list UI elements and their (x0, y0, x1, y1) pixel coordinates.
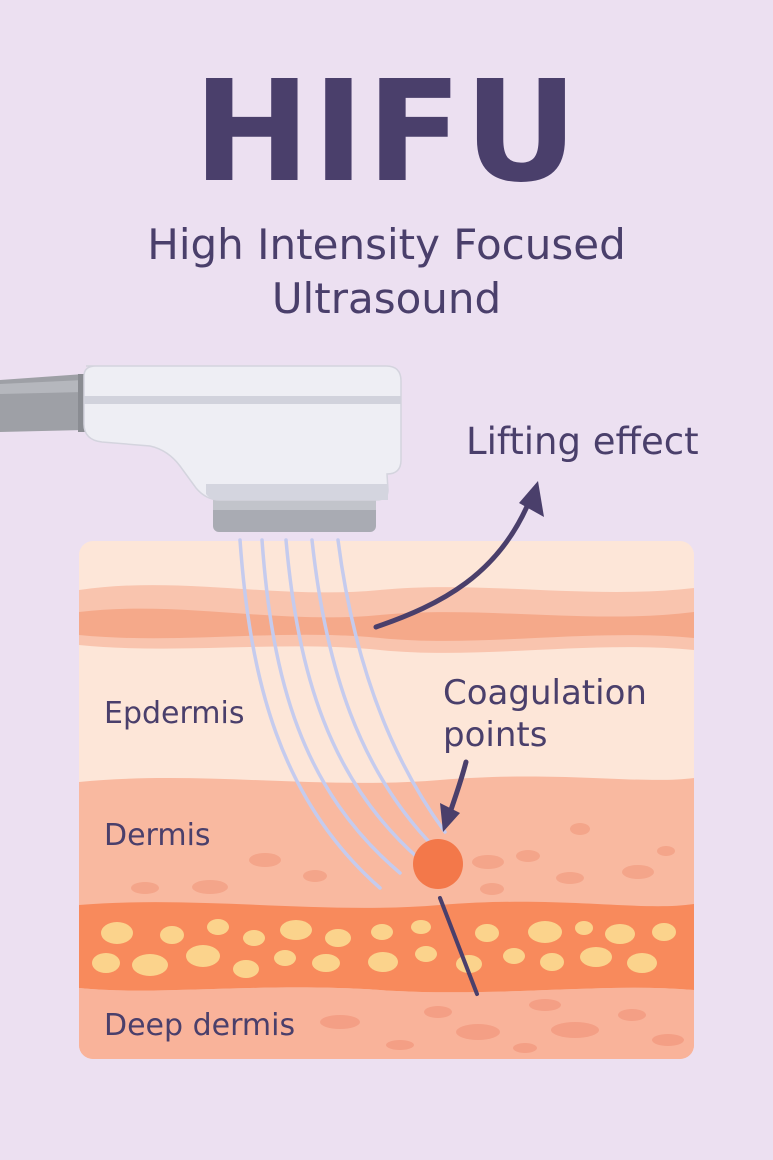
dermis-label: Dermis (104, 818, 211, 853)
deep-dermis-speckles (320, 999, 684, 1053)
ultrasound-beams (238, 538, 447, 890)
fat-cells (92, 919, 676, 978)
epidermis-label: Epdermis (104, 696, 245, 731)
coagulation-label-line-1: Coagulation (443, 673, 647, 713)
page-title: HIFU (193, 51, 580, 214)
lifting-effect-label: Lifting effect (466, 420, 699, 463)
handpiece-body (83, 365, 402, 501)
skin-cross-section (79, 541, 694, 1059)
fat-layer (79, 901, 694, 993)
coagulation-label-line-2: points (443, 715, 548, 755)
arrow-up-icon (519, 481, 544, 517)
page-subtitle: High Intensity Focused Ultrasound (0, 218, 773, 326)
coagulation-point (413, 839, 463, 889)
deep-dermis-label: Deep dermis (104, 1008, 296, 1043)
coagulation-arrow (440, 759, 469, 832)
lifting-arrow (373, 481, 544, 630)
dermis-speckles (131, 823, 675, 895)
coagulation-pointer-line (438, 896, 479, 996)
arrow-down-icon (440, 803, 460, 832)
hifu-handpiece (0, 365, 402, 532)
coagulation-points-label: Coagulation points (443, 672, 647, 756)
subtitle-line-2: Ultrasound (271, 274, 502, 323)
subtitle-line-1: High Intensity Focused (147, 220, 626, 269)
